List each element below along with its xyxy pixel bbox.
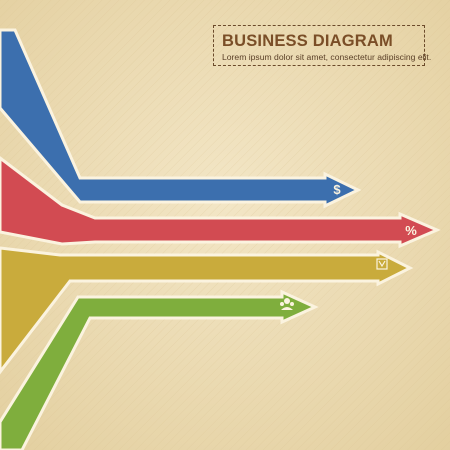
page-title: BUSINESS DIAGRAM: [222, 32, 393, 50]
arrow-yellow-body: [0, 246, 414, 375]
arrow-yellow: [0, 246, 414, 375]
arrow-green: [0, 289, 319, 450]
arrow-red: %: [0, 156, 441, 249]
flag-icon: [376, 258, 388, 270]
dollar-icon: $: [333, 182, 341, 197]
page-subtitle: Lorem ipsum dolor sit amet, consectetur …: [222, 52, 432, 62]
arrow-red-body: [0, 156, 441, 249]
arrow-blue-body: [0, 28, 362, 209]
arrow-green-body: [0, 289, 319, 450]
title-box: BUSINESS DIAGRAM Lorem ipsum dolor sit a…: [213, 25, 431, 66]
arrow-blue: $: [0, 28, 362, 209]
people-icon: [280, 298, 294, 310]
percent-icon: %: [405, 223, 417, 238]
